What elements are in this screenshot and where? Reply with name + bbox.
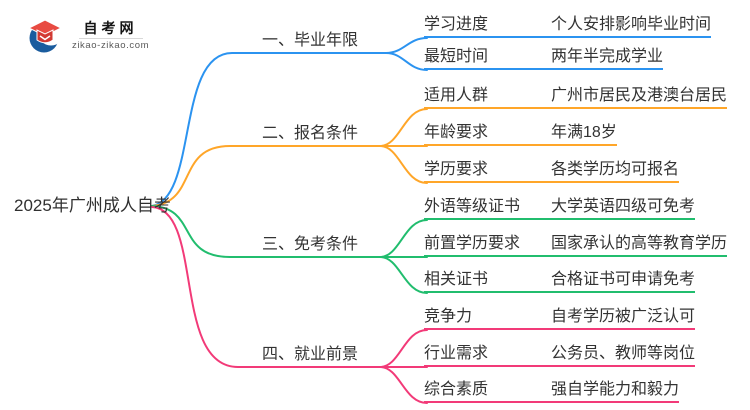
- logo: 自考网 zikao-zikao.com: [28, 16, 149, 54]
- mindmap-row: 竞争力 自考学历被广泛认可: [424, 306, 696, 330]
- branch-label-2: 二、报名条件: [262, 125, 359, 142]
- topic-label: 适用人群: [424, 87, 489, 104]
- logo-domain: zikao-zikao.com: [72, 39, 150, 51]
- branch-curve: [151, 206, 428, 368]
- topic-value: 个人安排影响毕业时间: [551, 16, 712, 33]
- graduation-cap-icon: [28, 18, 64, 53]
- mindmap-row: 前置学历要求 国家承认的高等教育学历: [424, 233, 728, 257]
- topic-label: 最短时间: [424, 48, 489, 65]
- topic-label: 学历要求: [424, 161, 489, 178]
- mindmap-row: 行业需求 公务员、教师等岗位: [424, 343, 696, 367]
- branch-curve: [151, 145, 428, 207]
- topic-value: 两年半完成学业: [551, 48, 664, 65]
- mindmap-row: 相关证书 合格证书可申请免考: [424, 269, 696, 293]
- topic-label: 相关证书: [424, 271, 489, 288]
- topic-value: 公务员、教师等岗位: [551, 345, 696, 362]
- branch-fork-curve: [379, 108, 428, 147]
- topic-label: 综合素质: [424, 381, 489, 398]
- mindmap-row: 适用人群 广州市居民及港澳台居民: [424, 85, 728, 109]
- branch-label-3: 三、免考条件: [262, 236, 359, 253]
- topic-label: 前置学历要求: [424, 235, 521, 252]
- topic-label: 竞争力: [424, 308, 473, 325]
- branch-curve: [151, 205, 428, 258]
- mindmap-row: 学习进度 个人安排影响毕业时间: [424, 14, 712, 38]
- logo-divider: [78, 37, 143, 39]
- topic-value: 国家承认的高等教育学历: [551, 235, 728, 252]
- topic-value: 自考学历被广泛认可: [551, 308, 696, 325]
- mindmap-row: 年龄要求 年满18岁: [424, 122, 617, 146]
- branch-fork-curve: [379, 256, 428, 294]
- branch-fork-curve: [385, 52, 428, 71]
- mindmap-row: 最短时间 两年半完成学业: [424, 46, 664, 70]
- topic-value: 合格证书可申请免考: [551, 271, 696, 288]
- branch-label-1: 一、毕业年限: [262, 32, 359, 49]
- topic-label: 行业需求: [424, 345, 489, 362]
- topic-label: 外语等级证书: [424, 198, 521, 215]
- mindmap-row: 学历要求 各类学历均可报名: [424, 159, 680, 183]
- branch-fork-curve: [379, 219, 428, 258]
- branch-label-4: 四、就业前景: [262, 346, 359, 363]
- topic-value: 大学英语四级可免考: [551, 198, 696, 215]
- topic-value: 各类学历均可报名: [551, 161, 680, 178]
- branch-fork-curve: [385, 37, 428, 54]
- branch-fork-curve: [379, 366, 428, 404]
- mindmap-row: 综合素质 强自学能力和毅力: [424, 379, 680, 403]
- branch-fork-curve: [379, 329, 428, 368]
- root-node: 2025年广州成人自考: [14, 196, 171, 215]
- branch-curve: [151, 52, 387, 207]
- topic-label: 年龄要求: [424, 124, 489, 141]
- logo-text-block: 自考网 zikao-zikao.com: [72, 20, 149, 51]
- topic-label: 学习进度: [424, 16, 489, 33]
- logo-title: 自考网: [83, 19, 138, 36]
- topic-value: 广州市居民及港澳台居民: [551, 87, 728, 104]
- branch-fork-curve: [379, 145, 428, 184]
- topic-value: 年满18岁: [551, 124, 617, 141]
- mindmap-row: 外语等级证书 大学英语四级可免考: [424, 196, 696, 220]
- topic-value: 强自学能力和毅力: [551, 381, 680, 398]
